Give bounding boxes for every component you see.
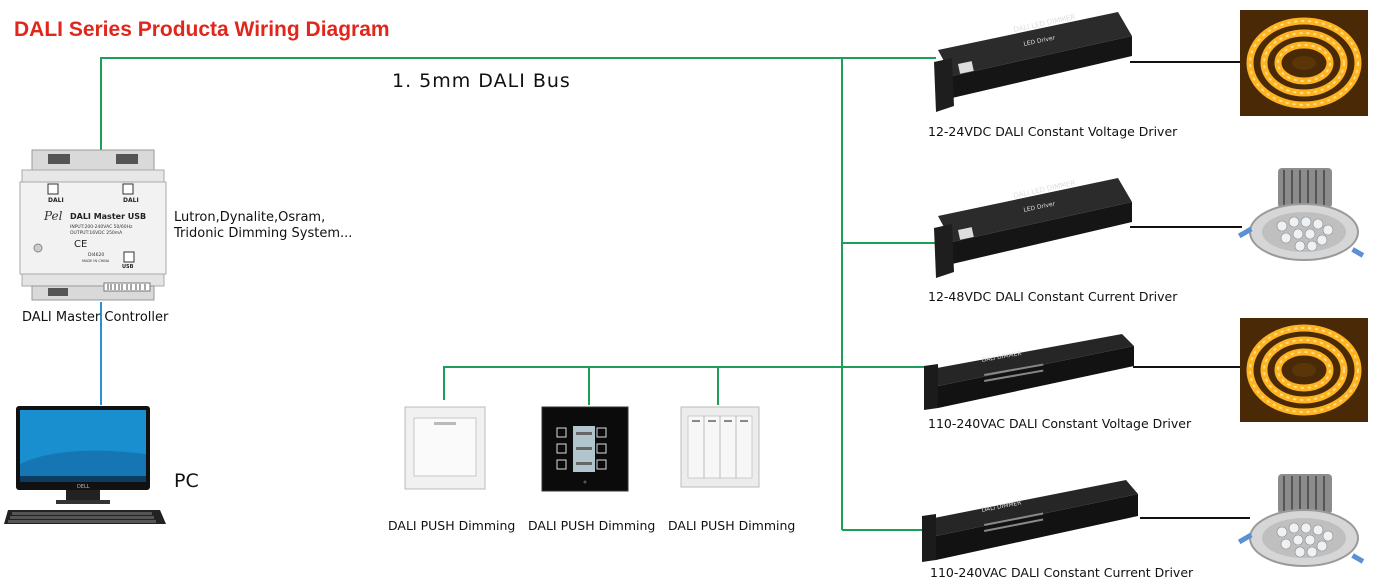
led-strip-reel-1-icon: [1240, 10, 1368, 116]
diagram-title: DALI Series Producta Wiring Diagram: [14, 18, 390, 41]
driver-4-label: 110-240VAC DALI Constant Current Driver: [930, 565, 1194, 580]
controller-label: DALI Master Controller: [22, 310, 169, 325]
driver-1-icon: DALI LED DIMMER LED Driver: [934, 12, 1132, 112]
driver-1-label: 12-24VDC DALI Constant Voltage Driver: [928, 124, 1178, 139]
driver-4-icon: DALI DIMMER: [922, 480, 1138, 562]
pc-label: PC: [174, 470, 199, 492]
controller-name: DALI Master USB: [70, 212, 146, 221]
controller-model: DI4620: [88, 252, 104, 258]
push-dimmer-3-icon: [680, 406, 760, 488]
driver-2-icon: DALI LED DIMMER LED Driver: [934, 178, 1132, 278]
status-led: [33, 243, 43, 253]
ce-mark: CE: [74, 239, 87, 250]
driver-3-label: 110-240VAC DALI Constant Voltage Driver: [928, 416, 1192, 431]
controller-usb-label: USB: [122, 264, 134, 270]
pc-computer-icon: DELL: [4, 406, 166, 524]
driver-2-label: 12-48VDC DALI Constant Current Driver: [928, 289, 1178, 304]
downlight-1-icon: [1238, 168, 1365, 261]
controller-input-spec: INPUT:200-240VAC 50/60Hz: [70, 224, 133, 230]
compatible-systems-note: Lutron,Dynalite,Osram, Tridonic Dimming …: [174, 210, 352, 242]
push-dimmer-1-icon: [404, 406, 486, 490]
bus-branch-push: [443, 366, 935, 400]
controller-port-left-label: DALI: [48, 197, 64, 204]
compatible-systems-line-1: Lutron,Dynalite,Osram,: [174, 210, 326, 225]
driver-3-icon: DALI DIMMER: [924, 334, 1134, 410]
dali-master-controller-device: DALI DALI Pel DALI Master USB INPUT:200-…: [19, 149, 167, 301]
push-dimmer-3-label: DALI PUSH Dimming: [668, 518, 796, 533]
compatible-systems-line-2: Tridonic Dimming System...: [174, 226, 353, 241]
controller-made-in: MADE IN CHINA: [82, 259, 110, 263]
monitor-brand: DELL: [77, 484, 90, 490]
led-strip-reel-2-icon: [1240, 318, 1368, 422]
push-dimmer-1-label: DALI PUSH Dimming: [388, 518, 516, 533]
push-dimmer-2-label: DALI PUSH Dimming: [528, 518, 656, 533]
downlight-2-icon: [1238, 474, 1365, 567]
dali-bus-label: 1. 5mm DALI Bus: [392, 70, 571, 92]
load-wires: [1130, 61, 1250, 519]
controller-logo: Pel: [43, 209, 63, 223]
push-dimmer-2-icon: [541, 406, 629, 492]
dali-bus-wires: [100, 57, 936, 531]
controller-output-spec: OUTPUT:16VDC 250mA: [70, 230, 123, 236]
controller-port-right-label: DALI: [123, 197, 139, 204]
bus-main-line: [100, 57, 936, 152]
